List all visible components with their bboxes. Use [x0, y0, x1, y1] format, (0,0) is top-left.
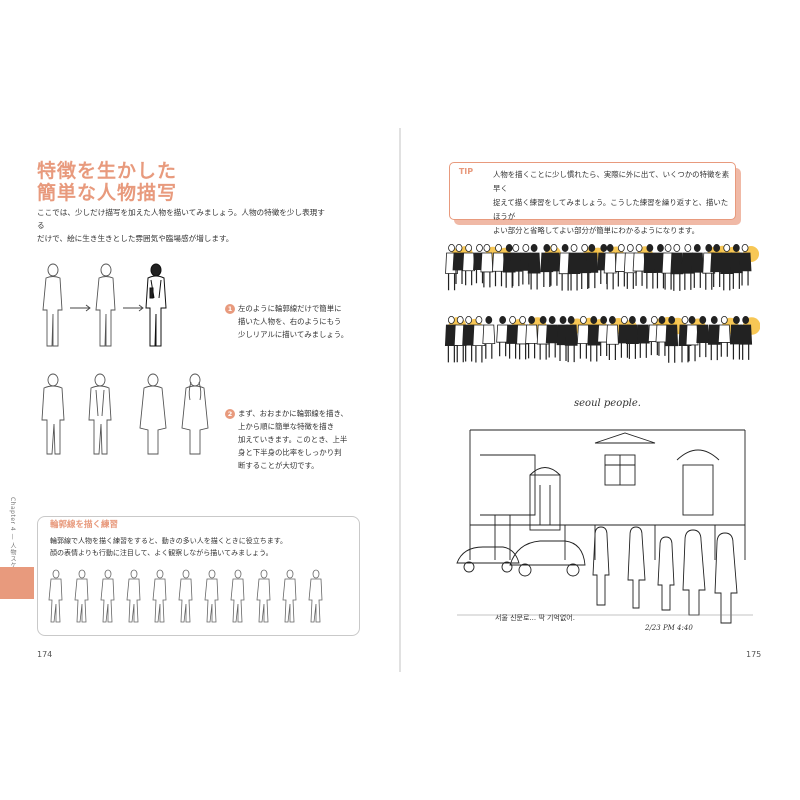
practice-figure	[152, 569, 167, 623]
title-line-1: 特徴を生かした	[37, 160, 178, 182]
practice-figure	[48, 569, 63, 623]
step-2-line-2: 上から順に簡単な特徴を描き	[238, 422, 335, 431]
step-1-line-1: 左のように輪郭線だけで簡単に	[238, 304, 342, 313]
crowd-person	[545, 316, 559, 358]
step-2-badge: 2	[225, 409, 235, 419]
crowd-person	[707, 316, 721, 361]
step-1-line-2: 描いた人物を、右のようにもう	[238, 317, 342, 326]
step-1-badge: 1	[225, 304, 235, 314]
step-2-line-3: 加えていきます。このとき、上半	[238, 435, 348, 444]
figure-sequence-2	[41, 373, 209, 455]
tip-line-1: 人物を描くことに少し慣れたら、実際に外に出て、いくつかの特徴を素早く	[493, 170, 730, 193]
crowd-person	[625, 316, 639, 359]
practice-figure	[308, 569, 323, 623]
crowd-person	[547, 244, 561, 286]
street-date: 2/23 PM 4:40	[644, 624, 693, 632]
intro-line-1: ここでは、少しだけ描写を加えた人物を描いてみましょう。人物の特徴を少し表現する	[37, 208, 325, 230]
tip-box	[449, 162, 736, 220]
practice-line-1: 輪郭線で人物を描く練習をすると、動きの多い人を描くときに役立ちます。	[50, 537, 288, 545]
tip-line-3: よい部分と省略してよい部分が簡単にわかるようになります。	[493, 226, 699, 235]
practice-figure	[256, 569, 271, 623]
crowd-person	[739, 316, 760, 360]
crowd-sketch: seoul people.	[444, 244, 760, 409]
practice-figure	[230, 569, 245, 623]
step-1-line-3: 少しリアルに描いてみましょう。	[238, 330, 349, 339]
practice-box	[37, 516, 360, 636]
street-caption: 서울 신문로... 딱 기억없어.	[495, 613, 575, 622]
crowd-person	[462, 244, 476, 286]
crowd-person	[509, 244, 523, 287]
page-number-right: 175	[746, 650, 762, 659]
crowd-person	[738, 244, 760, 286]
crowd-person	[690, 244, 704, 288]
chapter-marker	[0, 567, 34, 599]
step-2-line-1: まず、おおまかに輪郭線を描き、	[238, 409, 348, 418]
crowd-person	[482, 316, 496, 359]
tip-label: TIP	[458, 167, 474, 176]
crowd-person	[527, 244, 541, 290]
step-2-line-5: 断することが大切です。	[238, 461, 319, 470]
tip-line-2: 捉えて描く練習をしてみましょう。こうした練習を繰り返すと、描いたほうが	[493, 198, 729, 221]
step-2-line-4: 身と下半身の比率をしっかり判	[238, 448, 342, 457]
chapter-label: Chapter 4 — 人物スケッチ	[9, 497, 16, 582]
crowd-person	[632, 244, 653, 286]
tip-text: 人物を描くことに少し慣れたら、実際に外に出て、いくつかの特徴を素早く 捉えて描く…	[493, 168, 731, 238]
practice-figure	[204, 569, 219, 623]
crowd-person	[681, 244, 695, 290]
page-number-left: 174	[37, 650, 53, 659]
crowd-caption: seoul people.	[574, 398, 641, 409]
practice-figure	[74, 569, 89, 623]
intro-line-2: だけで、絵に生き生きとした雰囲気や臨場感が増します。	[37, 234, 234, 243]
practice-figure	[178, 569, 193, 623]
crowd-person	[696, 316, 710, 358]
intro-text: ここでは、少しだけ描写を加えた人物を描いてみましょう。人物の特徴を少し表現する …	[37, 206, 327, 245]
crowd-person	[670, 244, 684, 291]
figure-sequence-1	[42, 263, 167, 347]
practice-text: 輪郭線で人物を描く練習をすると、動きの多い人を描くときに役立ちます。 顔の表情よ…	[50, 535, 350, 559]
title-line-2: 簡単な人物描写	[37, 182, 178, 204]
crowd-person	[472, 316, 486, 363]
practice-figures	[48, 569, 323, 623]
street-sketch: 서울 신문로... 딱 기억없어. 2/23 PM 4:40	[456, 429, 753, 632]
page-title: 特徴を生かした 簡単な人物描写	[37, 160, 177, 204]
crowd-person	[636, 316, 650, 358]
crowd-person	[597, 316, 611, 357]
practice-line-2: 顔の表情よりも行動に注目して、よく観察しながら描いてみましょう。	[50, 549, 273, 557]
step-2-text: まず、おおまかに輪郭線を描き、 上から順に簡単な特徴を描き 加えていきます。この…	[238, 407, 368, 472]
practice-title: 輪郭線を描く練習	[50, 520, 119, 530]
page-gutter	[399, 128, 401, 672]
practice-figure	[282, 569, 297, 623]
practice-figure	[100, 569, 115, 623]
step-1-text: 左のように輪郭線だけで簡単に 描いた人物を、右のようにもう 少しリアルに描いてみ…	[238, 302, 368, 341]
practice-figure	[126, 569, 141, 623]
crowd-person	[567, 244, 581, 291]
